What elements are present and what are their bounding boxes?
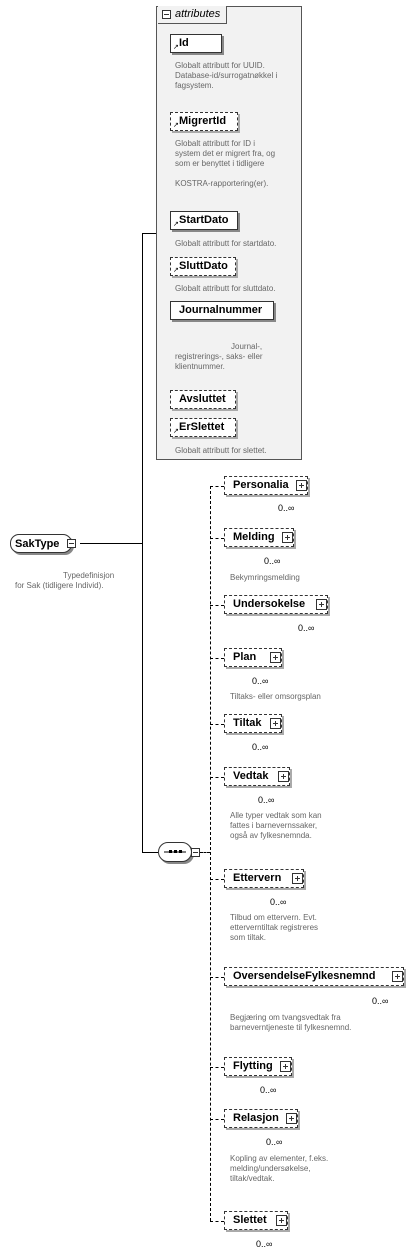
element-flytting[interactable]: Flytting <box>224 1057 292 1076</box>
attribute-journalnummer[interactable]: Journalnummer <box>170 301 274 320</box>
root-description: Typedefinisjon for Sak (tidligere Indivi… <box>15 571 115 590</box>
root-element-saktype[interactable]: SakType <box>10 534 72 553</box>
attribute-migrertid[interactable]: MigrertId ↗ <box>170 112 238 131</box>
connector-attributes <box>142 233 156 234</box>
branch-line <box>210 605 224 606</box>
element-undersokelse[interactable]: Undersokelse <box>224 595 328 614</box>
attribute-id[interactable]: Id ↗ <box>170 34 222 53</box>
element-description: Bekymringsmelding <box>230 573 300 582</box>
reference-arrow-icon: ↗ <box>173 428 179 435</box>
reference-arrow-icon: ↗ <box>173 267 179 274</box>
cardinality: 0..∞ <box>258 795 275 805</box>
cardinality: 0..∞ <box>278 503 295 513</box>
branch-line <box>210 538 224 539</box>
connector-sequence <box>142 852 158 853</box>
connector-vertical <box>142 233 143 852</box>
element-tiltak[interactable]: Tiltak <box>224 714 282 733</box>
element-relasjon[interactable]: Relasjon <box>224 1109 298 1128</box>
cardinality: 0..∞ <box>270 897 287 907</box>
reference-arrow-icon: ↗ <box>173 221 179 228</box>
attribute-sluttdato[interactable]: SluttDato ↗ <box>170 257 236 276</box>
attribute-description: Globalt attributt for UUID. Database-id/… <box>175 61 278 90</box>
branch-line <box>210 486 224 487</box>
expand-icon[interactable] <box>282 532 293 543</box>
branch-line <box>210 658 224 659</box>
element-slettet[interactable]: Slettet <box>224 1211 288 1230</box>
sequence-compositor[interactable] <box>158 842 192 862</box>
attribute-name: Id <box>179 37 189 49</box>
connector-root <box>80 543 142 544</box>
attribute-description: Globalt attributt for sluttdato. <box>175 284 276 293</box>
reference-arrow-icon: ↗ <box>173 122 179 129</box>
sequence-branch-line <box>210 486 211 1221</box>
branch-line <box>210 724 224 725</box>
element-personalia[interactable]: Personalia <box>224 476 308 495</box>
cardinality: 0..∞ <box>372 996 389 1006</box>
expand-icon[interactable] <box>392 971 403 982</box>
root-element-name: SakType <box>15 538 60 550</box>
attribute-description: Globalt attributt for ID i system det er… <box>175 139 276 188</box>
attribute-description: Globalt attributt for startdato. <box>175 239 277 248</box>
element-description: Tilbud om ettervern. Evt. etterverntilta… <box>230 913 319 942</box>
element-plan[interactable]: Plan <box>224 648 282 667</box>
collapse-root-icon[interactable] <box>67 539 76 548</box>
attribute-erslettet[interactable]: ErSlettet ↗ <box>170 418 236 437</box>
cardinality: 0..∞ <box>264 556 281 566</box>
attributes-header <box>158 6 227 24</box>
attribute-avsluttet[interactable]: Avsluttet <box>170 390 236 409</box>
expand-icon[interactable] <box>296 480 307 491</box>
branch-line <box>210 879 224 880</box>
expand-icon[interactable] <box>270 652 281 663</box>
attributes-title: attributes <box>175 8 221 20</box>
reference-arrow-icon: ↗ <box>173 44 179 51</box>
element-melding[interactable]: Melding <box>224 528 294 547</box>
sequence-connector <box>200 852 210 853</box>
expand-icon[interactable] <box>280 1061 291 1072</box>
element-description: Tiltaks- eller omsorgsplan <box>230 692 321 701</box>
sequence-icon <box>164 850 186 853</box>
element-description: Kopling av elementer, f.eks. melding/und… <box>230 1154 329 1183</box>
branch-line <box>210 977 224 978</box>
attribute-description: Globalt attributt for slettet. <box>175 446 267 455</box>
cardinality: 0..∞ <box>298 623 315 633</box>
branch-line <box>210 1221 224 1222</box>
element-ettervern[interactable]: Ettervern <box>224 869 304 888</box>
expand-icon[interactable] <box>278 771 289 782</box>
attribute-description: Journal-, registrerings-, saks- eller kl… <box>175 342 263 371</box>
attribute-startdato[interactable]: StartDato ↗ <box>170 211 238 230</box>
element-description: Alle typer vedtak som kan fattes i barne… <box>230 811 322 840</box>
element-description: Begjæring om tvangsvedtak fra barnevernt… <box>230 1013 352 1032</box>
cardinality: 0..∞ <box>252 676 269 686</box>
branch-line <box>210 1067 224 1068</box>
element-oversendelsefylkesnemnd[interactable]: OversendelseFylkesnemnd <box>224 967 404 986</box>
attributes-group <box>156 6 302 460</box>
element-vedtak[interactable]: Vedtak <box>224 767 290 786</box>
cardinality: 0..∞ <box>252 742 269 752</box>
cardinality: 0..∞ <box>256 1239 273 1249</box>
expand-icon[interactable] <box>292 873 303 884</box>
collapse-sequence-icon[interactable] <box>191 848 200 857</box>
branch-line <box>210 1119 224 1120</box>
expand-icon[interactable] <box>316 599 327 610</box>
expand-icon[interactable] <box>270 718 281 729</box>
cardinality: 0..∞ <box>266 1137 283 1147</box>
collapse-attributes-icon[interactable] <box>162 10 171 19</box>
cardinality: 0..∞ <box>260 1085 277 1095</box>
branch-line <box>210 777 224 778</box>
expand-icon[interactable] <box>286 1113 297 1124</box>
expand-icon[interactable] <box>276 1215 287 1226</box>
